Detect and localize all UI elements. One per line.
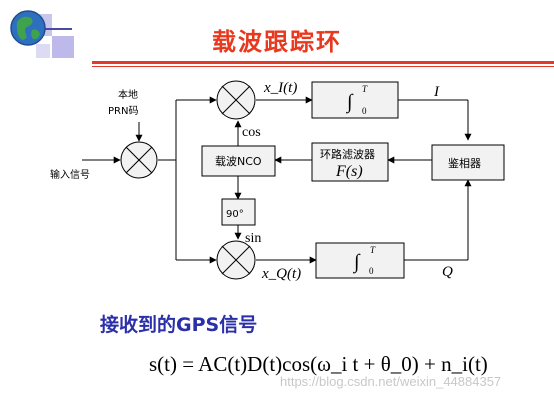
- watermark: https://blog.csdn.net/weixin_44884357: [280, 374, 502, 389]
- phase-shift-label: 90°: [226, 209, 244, 220]
- logo-square: [36, 44, 50, 58]
- page-title: 载波跟踪环: [212, 28, 342, 56]
- nco-label: 载波NCO: [215, 155, 262, 168]
- nco-box: [201, 145, 276, 177]
- cos-label: cos: [242, 125, 261, 140]
- i-integral-upper: T: [362, 84, 368, 94]
- q-mixer: [216, 240, 256, 280]
- signal-formula: s(t) = AC(t)D(t)cos(ω_i t + θ_0) + n_i(t…: [149, 352, 488, 376]
- phase-shift-box: [221, 198, 256, 226]
- input-mixer: [120, 141, 158, 179]
- i-integral-symbol: ∫: [345, 91, 354, 114]
- q-integral-symbol: ∫: [352, 251, 361, 274]
- xi-label: x_I(t): [263, 80, 297, 96]
- local-prn-label: 本地: [118, 88, 138, 101]
- q-output-label: Q: [442, 264, 453, 280]
- local-prn-label-2: PRN码: [108, 105, 138, 117]
- i-output-label: I: [433, 84, 440, 100]
- sin-label: sin: [245, 231, 261, 246]
- title-divider: [92, 61, 554, 64]
- loop-filter-transfer: F(s): [335, 163, 363, 180]
- title-divider-thin: [92, 66, 554, 67]
- input-signal-label: 输入信号: [50, 168, 90, 181]
- discriminator-box: [431, 144, 505, 181]
- globe-logo: [10, 10, 74, 58]
- xq-label: x_Q(t): [261, 266, 301, 282]
- logo-bar: [40, 28, 72, 30]
- i-integral-lower: 0: [362, 106, 367, 116]
- i-integrator-box: [311, 81, 399, 119]
- q-integral-lower: 0: [369, 266, 374, 276]
- i-mixer: [216, 80, 256, 120]
- q-integrator-box: [315, 242, 405, 279]
- loop-filter-box: [311, 142, 389, 182]
- q-integral-upper: T: [370, 245, 376, 255]
- loop-filter-label: 环路滤波器: [320, 148, 375, 161]
- section-subtitle: 接收到的GPS信号: [100, 314, 258, 336]
- logo-square: [52, 36, 74, 58]
- discriminator-label: 鉴相器: [448, 157, 481, 170]
